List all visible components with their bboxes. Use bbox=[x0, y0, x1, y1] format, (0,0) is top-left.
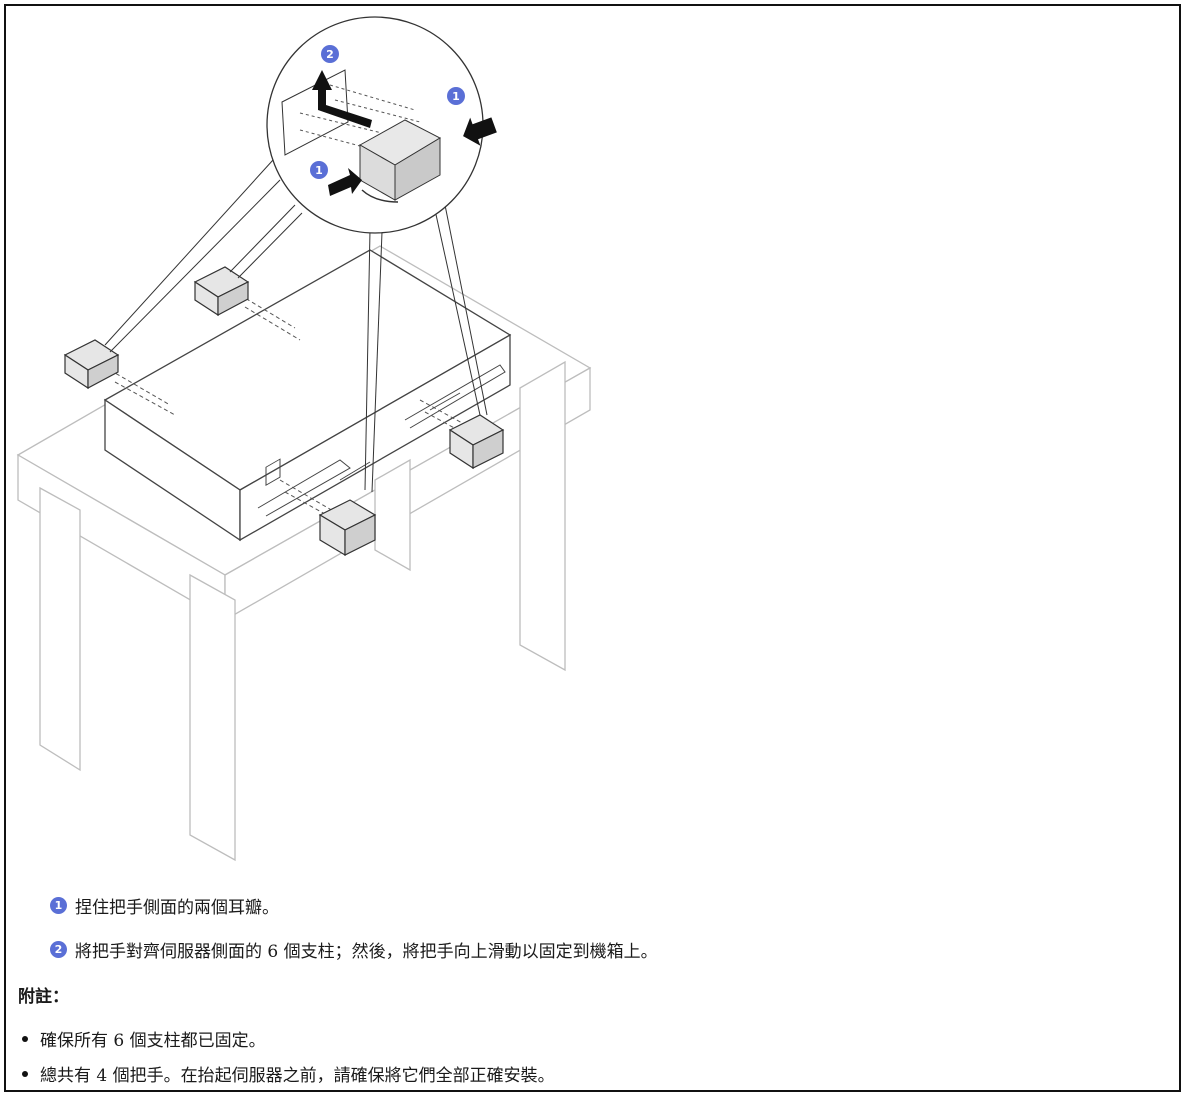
handle-left-near bbox=[193, 266, 250, 317]
callout-badge-1a: 1 bbox=[447, 87, 465, 105]
step-text: 捏住把手側面的兩個耳瓣。 bbox=[75, 898, 279, 918]
step-2: 2 將把手對齊伺服器側面的 6 個支柱；然後，將把手向上滑動以固定到機箱上。 bbox=[50, 937, 658, 962]
server-chassis bbox=[103, 249, 512, 542]
magnifier-detail bbox=[266, 16, 484, 234]
callout-badge-1b: 1 bbox=[310, 161, 328, 179]
press-arrows bbox=[312, 70, 497, 196]
callout-lines bbox=[104, 159, 488, 493]
step-1: 1 捏住把手側面的兩個耳瓣。 bbox=[50, 893, 279, 918]
handle-right bbox=[448, 414, 505, 470]
step-text: 將把手對齊伺服器側面的 6 個支柱；然後，將把手向上滑動以固定到機箱上。 bbox=[75, 942, 658, 962]
handle-installation-illustration: 2 1 1 bbox=[16, 16, 592, 862]
step-number-badge: 2 bbox=[50, 941, 67, 958]
document-frame bbox=[4, 4, 1181, 1092]
bullet-dot-icon bbox=[22, 1070, 28, 1077]
side-rail-details bbox=[257, 364, 506, 517]
callout-badge-2: 2 bbox=[321, 45, 339, 63]
note-heading: 附註： bbox=[18, 987, 69, 1007]
handle-left-far bbox=[63, 339, 120, 390]
svg-text:1: 1 bbox=[315, 164, 323, 177]
note-item-text: 確保所有 6 個支柱都已固定。 bbox=[40, 1031, 266, 1051]
arrow-slide-icon bbox=[312, 70, 372, 128]
note-item: 確保所有 6 個支柱都已固定。 bbox=[22, 1026, 266, 1051]
note-item-text: 總共有 4 個把手。在抬起伺服器之前，請確保將它們全部正確安裝。 bbox=[40, 1066, 555, 1086]
svg-text:1: 1 bbox=[452, 90, 460, 103]
step-number-badge: 1 bbox=[50, 897, 67, 914]
arrow-press-left-icon bbox=[328, 168, 362, 196]
svg-text:2: 2 bbox=[326, 48, 334, 61]
arrow-press-right-icon bbox=[463, 117, 497, 146]
note-item: 總共有 4 個把手。在抬起伺服器之前，請確保將它們全部正確安裝。 bbox=[22, 1061, 555, 1086]
bullet-dot-icon bbox=[22, 1035, 28, 1042]
handle-front bbox=[318, 499, 377, 557]
